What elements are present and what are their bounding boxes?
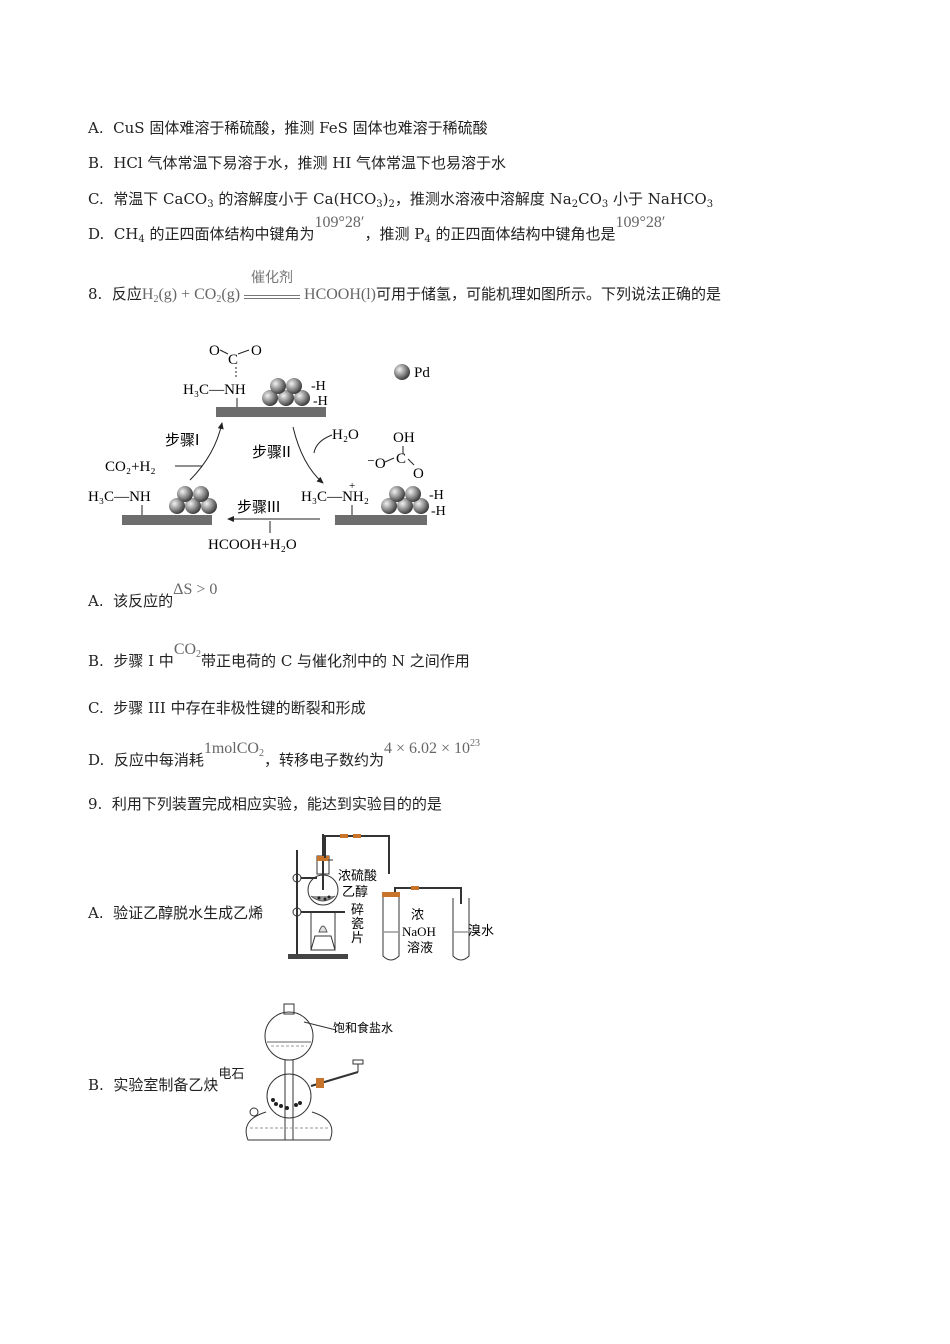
pd-legend-ball (394, 364, 410, 380)
label-solution: 溶液 (407, 941, 433, 956)
q8-option-c: C. 步骤 III 中存在非极性键的断裂和形成 (88, 699, 366, 717)
top-pd-cluster (262, 378, 310, 406)
label-brine: 饱和食盐水 (333, 1020, 393, 1035)
left-catalyst-support (122, 515, 212, 525)
q8-option-d: D. 反应中每消耗1molCO2，转移电子数约为4 × 6.02 × 1023 (88, 738, 481, 769)
right-pd-cluster (381, 486, 429, 514)
label-chips-2: 瓷 (351, 917, 364, 932)
top-h-upper: -H (311, 379, 326, 394)
top-catalyst-support (216, 407, 326, 417)
entropy-formula: ΔS > 0 (173, 581, 218, 598)
q7-option-c: C. 常温下 CaCO3 的溶解度小于 Ca(HCO3)2，推测水溶液中溶解度 … (88, 190, 714, 210)
bromine-test-tube (452, 898, 470, 961)
q7-option-b: B. HCl 气体常温下易溶于水，推测 HI 气体常温下也易溶于水 (88, 154, 507, 172)
delivery-tube-1 (328, 859, 333, 862)
top-h3c-nh: H₃C—NH (183, 382, 246, 398)
left-h3c-nh: H₃C—NH (88, 489, 151, 505)
q8-option-b: B. 步骤 I 中CO2带正电荷的 C 与催化剂中的 N 之间作用 (88, 641, 470, 670)
step2-label: 步骤II (252, 443, 291, 461)
top-c: C (228, 352, 238, 368)
q8-option-a: A. 该反应的ΔS > 0 (88, 581, 218, 610)
reaction-equation: H2(g) + CO2(g) 催化剂 HCOOH(l) (141, 270, 377, 305)
right-h-upper: -H (429, 488, 444, 503)
label-bromine-water: 溴水 (468, 924, 494, 939)
acetylene-apparatus-figure: 饱和食盐水 (245, 1003, 393, 1141)
calcium-carbide-pieces (271, 1098, 302, 1110)
q9-option-b: B. 实验室制备乙炔电石 (88, 1067, 245, 1094)
step1-label: 步骤I (165, 431, 199, 449)
bicarbonate-o: O (413, 466, 424, 482)
alcohol-lamp (310, 935, 336, 951)
step3-label: 步骤III (237, 498, 280, 516)
top-h-lower: -H (313, 394, 328, 409)
q8-stem: 8. 反应 H2(g) + CO2(g) 催化剂 HCOOH(l) 可用于储氢，… (88, 270, 721, 311)
label-carbide: 电石 (218, 1067, 245, 1082)
label-chips-3: 片 (351, 931, 364, 946)
right-h3c-nh2: H₃C—NH₂ (301, 489, 369, 505)
pd-legend-label: Pd (414, 365, 430, 381)
ammonium-plus: + (349, 480, 355, 492)
co2-formula: CO2 (173, 641, 202, 660)
label-naoh: NaOH (402, 924, 436, 939)
mechanism-diagram: O C O H₃C—NH -H -H Pd 步骤I CO₂+H₂ 步骤II H₂… (88, 343, 446, 553)
bicarbonate-neg-o: ⁻O (367, 456, 386, 472)
co2-h2-label: CO₂+H₂ (105, 459, 156, 475)
left-pd-cluster (169, 486, 217, 514)
top-o-left: O (209, 343, 220, 359)
kipp-lower-bulb (245, 1111, 333, 1141)
bond-angle-formula-2: 109°28′ (615, 214, 666, 231)
right-catalyst-support (335, 515, 427, 525)
q7-option-a: A. CuS 固体难溶于稀硫酸，推测 FeS 固体也难溶于稀硫酸 (88, 119, 488, 137)
ethylene-apparatus-figure: 浓硫酸 乙醇 碎 瓷 片 浓 NaOH 溶液 溴水 (288, 834, 494, 961)
delivery-tube-2 (394, 887, 462, 904)
products-label: HCOOH+H₂O (208, 537, 297, 553)
q9-option-a: A. 验证乙醇脱水生成乙烯 (88, 904, 264, 922)
stand-base (288, 954, 348, 959)
label-conc-acid: 浓硫酸 (338, 869, 377, 884)
label-ethanol: 乙醇 (342, 884, 368, 900)
top-o-right: O (251, 343, 262, 359)
bond-angle-formula: 109°28′ (314, 214, 365, 231)
bicarbonate-c: C (396, 451, 406, 467)
q9-stem: 9. 利用下列装置完成相应实验，能达到实验目的的是 (88, 795, 442, 813)
label-conc: 浓 (411, 908, 424, 923)
h2o-label: H₂O (332, 427, 359, 443)
naoh-test-tube (382, 896, 400, 961)
reaction-flask (307, 874, 339, 906)
generating-flask (266, 1073, 312, 1119)
q7-option-d: D. CH4 的正四面体结构中键角为109°28′，推测 P4 的正四面体结构中… (88, 214, 666, 245)
electron-count-formula: 4 × 6.02 × 1023 (383, 738, 481, 757)
label-chips-1: 碎 (351, 903, 364, 918)
right-h-lower: -H (431, 504, 446, 519)
bicarbonate-oh: OH (393, 430, 415, 446)
mol-co2-formula: 1molCO2 (203, 740, 264, 759)
separatory-funnel (264, 1011, 314, 1061)
